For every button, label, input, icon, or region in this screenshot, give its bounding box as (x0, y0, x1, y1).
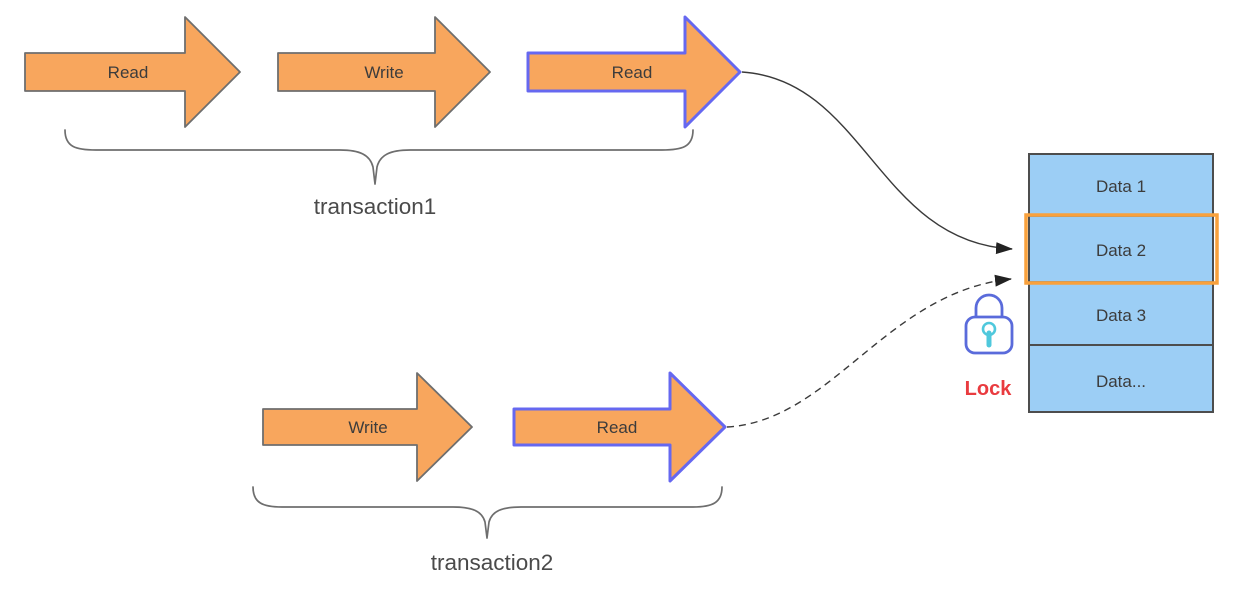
lock-group: Lock (964, 293, 1014, 400)
table-row-data-more: Data... (1096, 372, 1146, 391)
lock-shackle-icon (974, 293, 1004, 321)
table-row-data3: Data 3 (1096, 306, 1146, 325)
arrow-write-2 (262, 372, 473, 482)
brace-transaction2 (252, 486, 723, 539)
connector-dashed-t2-to-data2 (726, 274, 1012, 428)
arrow-write-2-label: Write (348, 418, 387, 437)
transaction2-label: transaction2 (431, 550, 554, 575)
lock-label: Lock (965, 378, 1013, 400)
brace-transaction1 (64, 129, 694, 185)
arrow-read-3-locked (512, 371, 727, 483)
transaction1-group: Read Write Read transaction1 (24, 15, 742, 219)
arrow-read-3-label: Read (597, 418, 638, 437)
locked-row-highlight (1024, 213, 1219, 285)
arrow-read-2-locked (526, 15, 742, 129)
arrow-write-1 (277, 16, 491, 128)
transaction2-group: Write Read transaction2 (252, 371, 727, 575)
data-table: Data 1 Data 2 Data 3 Data... (1024, 153, 1219, 413)
transaction1-label: transaction1 (314, 194, 437, 219)
arrow-read-1-label: Read (108, 63, 149, 82)
arrow-write-1-label: Write (364, 63, 403, 82)
connector-solid-t1-to-data2 (741, 71, 1013, 255)
arrow-read-2-label: Read (612, 63, 653, 82)
table-row-data2: Data 2 (1096, 241, 1146, 260)
table-row-data1: Data 1 (1096, 177, 1146, 196)
arrow-read-1 (24, 16, 241, 128)
